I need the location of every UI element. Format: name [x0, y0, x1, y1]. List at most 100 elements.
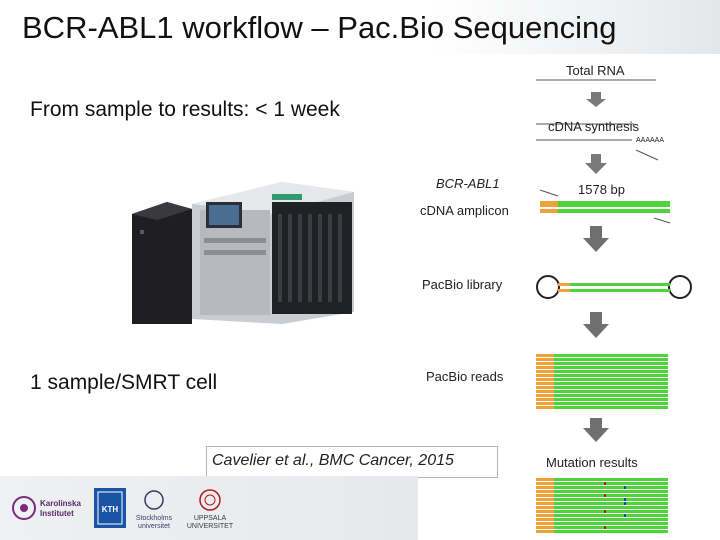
arrow-icon-2 [585, 154, 607, 174]
mutation-marker [624, 514, 626, 517]
uppsala-line1: UPPSALA [194, 515, 227, 522]
mutation-marker [604, 482, 606, 485]
mutation-marker [624, 498, 626, 501]
mutation-marker [604, 494, 606, 497]
result-row [536, 478, 668, 481]
mutation-marker [604, 510, 606, 513]
result-row [536, 530, 668, 533]
read-barcode [536, 370, 554, 373]
read-row [536, 382, 668, 385]
arrow-icon-3 [583, 226, 609, 252]
stockholm-line1: Stockholms [136, 515, 173, 522]
read-barcode [536, 386, 554, 389]
result-barcode [536, 514, 554, 517]
arrow-icon-4 [583, 312, 609, 338]
read-barcode [536, 406, 554, 409]
read-barcode [536, 378, 554, 381]
library-insert-bottom [558, 289, 670, 292]
library-adapter-left [536, 275, 560, 299]
result-row [536, 482, 668, 485]
result-barcode [536, 526, 554, 529]
amplicon-barcode-top [540, 201, 558, 207]
result-barcode [536, 478, 554, 481]
result-row [536, 486, 668, 489]
label-poly-a: AAAAAA [636, 137, 665, 144]
read-row [536, 358, 668, 361]
label-total-rna: Total RNA [566, 63, 625, 78]
mutation-results-block [536, 478, 668, 533]
amplicon-strand-bottom [540, 209, 670, 213]
read-row [536, 390, 668, 393]
sequencer-machine-image [122, 174, 359, 327]
read-barcode [536, 354, 554, 357]
library-insert-top [558, 283, 670, 286]
read-barcode [536, 358, 554, 361]
result-row [536, 526, 668, 529]
uppsala-logo: UPPSALA UNIVERSITET [187, 489, 234, 530]
read-row [536, 398, 668, 401]
kth-logo: KTH [94, 488, 126, 528]
read-row [536, 386, 668, 389]
result-row [536, 518, 668, 521]
result-row [536, 506, 668, 509]
result-row [536, 494, 668, 497]
kth-text: KTH [102, 505, 119, 514]
footer-bar [0, 476, 418, 540]
read-barcode [536, 382, 554, 385]
result-barcode [536, 530, 554, 533]
stockholm-logo: Stockholms universitet [136, 490, 173, 530]
result-barcode [536, 518, 554, 521]
label-cdna-synthesis: cDNA synthesis [548, 119, 640, 134]
reverse-primer [653, 217, 671, 224]
stockholm-line2: universitet [138, 523, 170, 530]
result-row [536, 498, 668, 501]
karolinska-line2: Institutet [40, 509, 74, 518]
mutation-marker [624, 502, 626, 505]
read-row [536, 370, 668, 373]
library-barcode-top [558, 283, 570, 286]
workflow-diagram [536, 79, 692, 533]
karolinska-line1: Karolinska [40, 499, 81, 508]
result-barcode [536, 490, 554, 493]
result-barcode [536, 502, 554, 505]
label-amplicon-length: 1578 bp [578, 182, 625, 197]
mutation-marker [624, 486, 626, 489]
result-barcode [536, 522, 554, 525]
read-barcode [536, 362, 554, 365]
read-row [536, 366, 668, 369]
result-barcode [536, 510, 554, 513]
karolinska-logo: Karolinska Institutet [12, 496, 81, 520]
amplicon-strand-top [540, 201, 670, 207]
label-pacbio-reads: PacBio reads [426, 369, 504, 384]
result-barcode [536, 482, 554, 485]
result-row [536, 514, 668, 517]
read-row [536, 394, 668, 397]
read-barcode [536, 402, 554, 405]
forward-primer [539, 189, 559, 197]
result-barcode [536, 494, 554, 497]
label-mutation-results: Mutation results [546, 455, 638, 470]
result-row [536, 522, 668, 525]
uppsala-line2: UNIVERSITET [187, 523, 234, 530]
read-row [536, 402, 668, 405]
result-barcode [536, 506, 554, 509]
label-cdna-amplicon: cDNA amplicon [420, 203, 509, 218]
read-barcode [536, 398, 554, 401]
result-barcode [536, 498, 554, 501]
mutation-marker [604, 526, 606, 529]
read-barcode [536, 374, 554, 377]
read-row [536, 354, 668, 357]
result-barcode [536, 486, 554, 489]
read-barcode [536, 394, 554, 397]
cdna-primer [635, 149, 659, 161]
read-barcode [536, 390, 554, 393]
amplicon-barcode-bottom [540, 209, 558, 213]
turnaround-text: From sample to results: < 1 week [30, 98, 340, 121]
read-barcode [536, 366, 554, 369]
smrt-cell-text: 1 sample/SMRT cell [30, 371, 218, 394]
read-row [536, 374, 668, 377]
result-row [536, 510, 668, 513]
institution-logos: Karolinska Institutet KTH Stockholms uni… [12, 488, 234, 530]
slide-title: BCR-ABL1 workflow – Pac.Bio Sequencing [22, 10, 617, 45]
result-row [536, 502, 668, 505]
